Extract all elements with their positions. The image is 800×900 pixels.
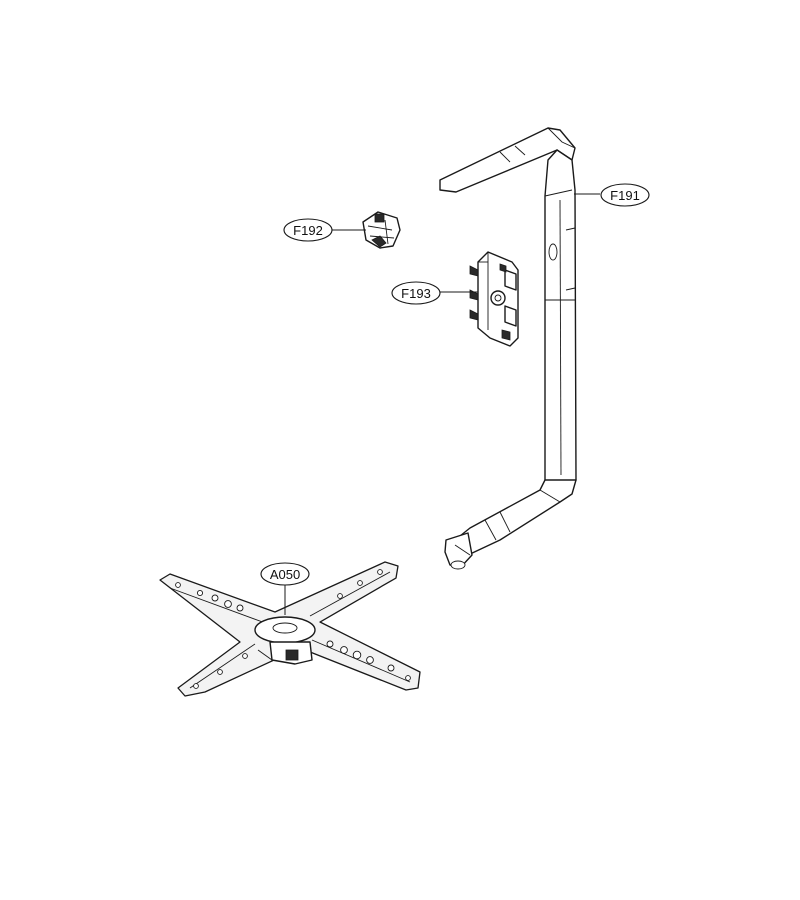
callout-f192-text: F192 — [293, 223, 323, 238]
part-small-clip — [362, 211, 401, 249]
callout-f191: F191 — [574, 183, 650, 207]
callout-a050: A050 — [260, 562, 310, 615]
callout-a050-text: A050 — [270, 567, 300, 582]
part-supply-pipe — [439, 127, 577, 570]
part-connector-bracket — [469, 251, 519, 347]
callout-f192: F192 — [283, 218, 366, 242]
callout-f191-text: F191 — [610, 188, 640, 203]
callout-f193: F193 — [391, 281, 478, 305]
callout-f193-text: F193 — [401, 286, 431, 301]
part-spray-arm — [159, 561, 421, 697]
